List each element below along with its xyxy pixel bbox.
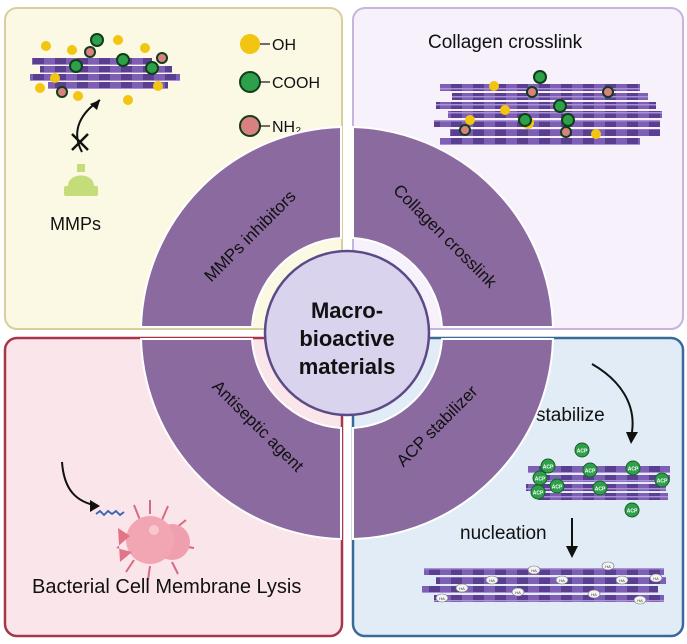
cross-icon: [71, 133, 89, 151]
ring-segment-bottom-left: [139, 338, 342, 541]
svg-text:ACP: ACP: [585, 469, 596, 475]
acp-particle: ACP: [540, 458, 556, 474]
ha-crystal: HA: [511, 587, 525, 597]
legend: OH COOH NH₂: [239, 34, 320, 137]
acp-particle: ACP: [574, 442, 590, 458]
mmps-label: MMPs: [50, 214, 101, 234]
svg-text:HA: HA: [619, 578, 625, 583]
ha-crystal: HA: [615, 575, 629, 585]
nucleation-label: nucleation: [460, 523, 547, 544]
svg-text:HA: HA: [439, 596, 445, 601]
center-title-line-2: bioactive: [299, 326, 394, 351]
svg-text:HA: HA: [653, 576, 659, 581]
collagen-fibril-group-tr: [434, 84, 662, 145]
legend-oh-dot: [240, 34, 260, 54]
svg-text:HA: HA: [591, 592, 597, 597]
bacterial-lysis-caption: Bacterial Cell Membrane Lysis: [32, 576, 301, 598]
lysed-bacterium-icon: [116, 500, 195, 581]
ha-crystal: HA: [649, 573, 663, 583]
acp-particle: ACP: [582, 462, 598, 478]
acp-particle: ACP: [532, 470, 548, 486]
stabilize-label: stabilize: [536, 405, 605, 426]
acp-particle: ACP: [624, 502, 640, 518]
center-title-line-3: materials: [299, 354, 396, 379]
center-circle: [263, 249, 431, 417]
acp-particle: ACP: [625, 460, 641, 476]
ring-segment-top-right: [352, 125, 555, 328]
antiseptic-molecule-icon: [95, 509, 125, 517]
acp-particle: ACP: [549, 478, 565, 494]
legend-cooh-label: COOH: [272, 75, 320, 92]
ring-segment-bottom-right: [352, 338, 555, 541]
mmp-enzyme-icon: [64, 164, 98, 196]
crosslink-dots-tr: [459, 70, 614, 139]
svg-text:HA: HA: [637, 598, 643, 603]
ring-segment-top-left: [139, 125, 342, 328]
svg-text:ACP: ACP: [595, 487, 606, 493]
ha-crystal: HA: [555, 575, 569, 585]
ha-crystal: HA: [435, 593, 449, 603]
svg-text:ACP: ACP: [535, 477, 546, 483]
collagen-crosslink-title: Collagen crosslink: [428, 32, 583, 53]
svg-text:HA: HA: [531, 568, 537, 573]
functional-group-dots-tl: [35, 33, 168, 105]
legend-oh-label: OH: [272, 37, 296, 54]
svg-text:HA: HA: [605, 564, 611, 569]
arrow-head-icon: [90, 100, 100, 110]
ha-crystal: HA: [527, 565, 541, 575]
ha-crystals: HA HA HA HA HA HA HA HA HA HA HA: [435, 561, 663, 605]
ha-crystal: HA: [633, 595, 647, 605]
legend-cooh-dot: [239, 71, 261, 93]
svg-text:HA: HA: [559, 578, 565, 583]
legend-nh2-label: NH₂: [272, 119, 301, 136]
acp-particle: ACP: [654, 472, 670, 488]
svg-text:ACP: ACP: [533, 491, 544, 497]
ha-crystal: HA: [601, 561, 615, 571]
stabilize-arrow: [591, 363, 634, 433]
svg-text:ACP: ACP: [543, 465, 554, 471]
collagen-fibril-group-tl: [30, 58, 180, 89]
legend-nh2-dot: [239, 115, 261, 137]
lysis-arrow-head-icon: [90, 500, 100, 512]
acp-particle: ACP: [592, 480, 608, 496]
center-title-line-1: Macro-: [311, 298, 383, 323]
svg-text:ACP: ACP: [628, 467, 639, 473]
acp-particle: ACP: [530, 484, 546, 500]
svg-text:ACP: ACP: [577, 449, 588, 455]
collagen-fibril-group-br-lower: [422, 568, 666, 602]
ha-crystal: HA: [587, 589, 601, 599]
svg-text:HA: HA: [459, 586, 465, 591]
ha-crystal: HA: [455, 583, 469, 593]
svg-text:HA: HA: [489, 578, 495, 583]
svg-text:ACP: ACP: [627, 509, 638, 515]
ha-crystal: HA: [485, 575, 499, 585]
central-ring: [139, 125, 555, 541]
acp-particles: ACP ACP ACP ACP ACP ACP ACP ACP ACP ACP: [530, 442, 670, 518]
svg-text:ACP: ACP: [657, 479, 668, 485]
svg-text:ACP: ACP: [552, 485, 563, 491]
nucleation-arrow-head-icon: [566, 546, 578, 558]
stabilize-arrow-head-icon: [626, 432, 638, 444]
svg-text:HA: HA: [515, 590, 521, 595]
